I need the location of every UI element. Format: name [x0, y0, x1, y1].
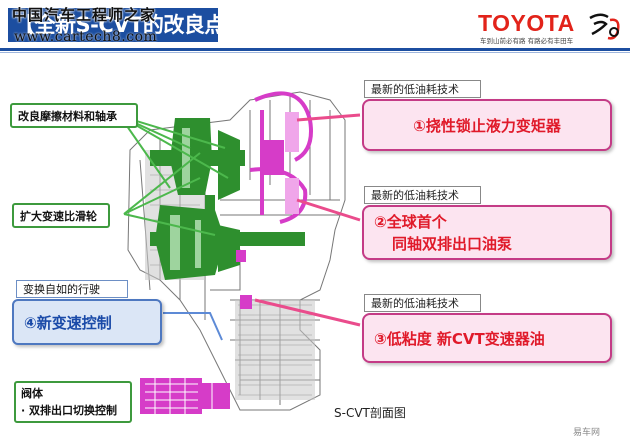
brand-mark-icon: [589, 13, 620, 40]
tech-2-line1: ②全球首个: [374, 213, 447, 231]
valve-description: · 双排出口切换控制: [21, 404, 118, 417]
tech-3-text: ③低粘度 新CVT变速器油: [374, 329, 545, 348]
tag-tech-2: 最新的低油耗技术: [364, 186, 481, 204]
label-valve-body: 阀体 · 双排出口切换控制: [14, 381, 132, 423]
header-divider-thin: [0, 52, 630, 53]
toyota-logo-text: TOYOTA: [478, 10, 575, 36]
page-title: 【全新S-CVT的改良点】: [8, 8, 218, 42]
tech-1-text: ①挠性锁止液力变矩器: [413, 116, 561, 135]
valve-title: 阀体: [21, 387, 43, 400]
box-dual-outlet-pump: ②全球首个 同轴双排出口油泵: [362, 205, 612, 260]
tag-tech-1: 最新的低油耗技术: [364, 80, 481, 98]
footer-watermark: 易车网: [573, 428, 601, 438]
tag-tech-3: 最新的低油耗技术: [364, 294, 481, 312]
header-divider: [0, 48, 630, 51]
box-flex-lockup-converter: ①挠性锁止液力变矩器: [362, 99, 612, 151]
watermark-url: www.cartech8.com: [14, 29, 158, 45]
watermark-site-name: 中国汽车工程师之家: [12, 6, 157, 24]
box-new-shift-control: ④新变速控制: [12, 299, 162, 345]
brand-slogan: 车到山前必有路 有路必有丰田车: [480, 37, 574, 45]
box-low-viscosity-cvt-fluid: ③低粘度 新CVT变速器油: [362, 313, 612, 363]
label-friction-and-bearing: 改良摩擦材料和轴承: [10, 103, 138, 128]
tag-free-driving: 变换自如的行驶: [16, 280, 128, 298]
tech-2-line2: 同轴双排出口油泵: [392, 235, 513, 253]
diagram-caption: S-CVT剖面图: [334, 406, 406, 420]
label-expanded-ratio-pulley: 扩大变速比滑轮: [12, 203, 110, 228]
